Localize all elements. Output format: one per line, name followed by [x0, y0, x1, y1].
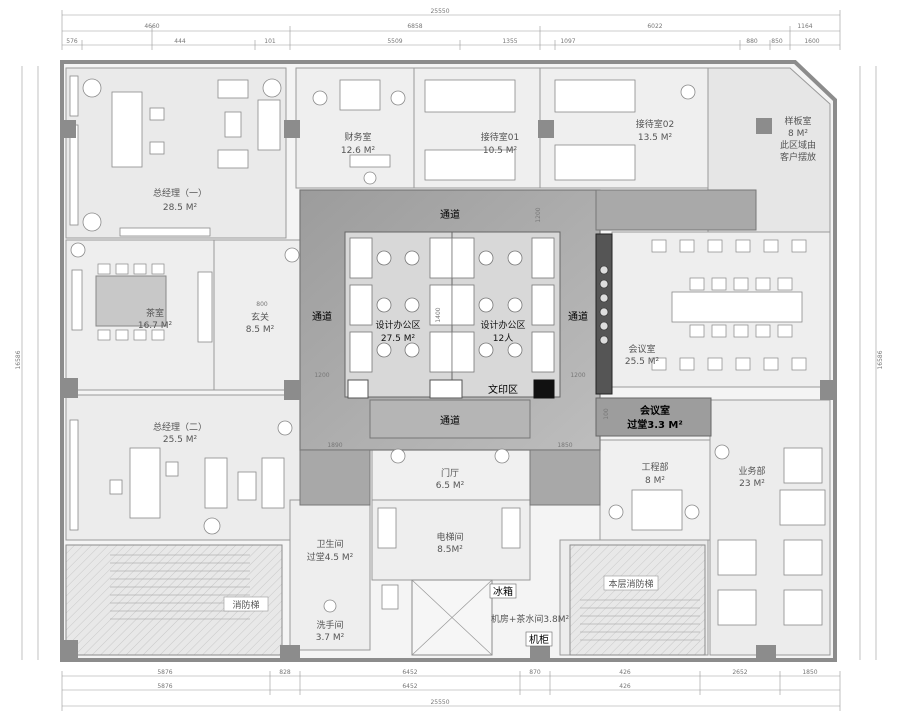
- label-reception1: 接待室01: [481, 131, 519, 143]
- dim-bottom2-1: 5876: [157, 683, 172, 690]
- dim-top2-5: 1355: [502, 38, 517, 45]
- dim-top2-2: 444: [174, 38, 186, 45]
- label-corridor-right: 通道: [568, 310, 588, 323]
- label-sample-note1: 此区域由: [780, 139, 816, 151]
- dim-top-3: 6022: [647, 23, 662, 30]
- room-gm1: [65, 67, 287, 239]
- label-fire-stair-right: 本层消防梯: [608, 578, 653, 590]
- label-machine-tea: 机房+茶水间3.8M²: [491, 613, 570, 625]
- label-elevator: 电梯间: [436, 531, 463, 543]
- dim-bottom-3: 6452: [402, 669, 417, 676]
- label-design-right: 设计办公区: [480, 319, 525, 331]
- label-entrance-area: 8.5 M²: [246, 325, 275, 335]
- dim-bottom2-2: 6452: [402, 683, 417, 690]
- room-entrance: [213, 239, 301, 391]
- dim-bottom-1: 5876: [157, 669, 172, 676]
- label-meeting-area: 25.5 M²: [625, 357, 660, 367]
- workstations: [347, 233, 613, 399]
- dim-bottom-2: 828: [279, 669, 291, 676]
- dim-bottom-5: 426: [619, 669, 631, 676]
- label-meeting: 会议室: [628, 343, 655, 355]
- dim-top-4: 1164: [797, 23, 812, 30]
- label-reception2: 接待室02: [636, 118, 674, 130]
- dim-top2-9: 1600: [804, 38, 819, 45]
- label-corridor-bottom: 通道: [440, 414, 460, 427]
- dim-inner-1: 1200: [535, 207, 542, 222]
- label-fridge: 冰箱: [493, 585, 513, 598]
- dim-right-overall: 16586: [877, 350, 884, 369]
- fire-stairs: [65, 544, 706, 656]
- dim-top2-3: 101: [264, 38, 276, 45]
- label-foyer-area: 6.5 M²: [436, 481, 465, 491]
- columns: [62, 120, 835, 660]
- label-business-area: 23 M²: [739, 479, 765, 489]
- label-wc: 卫生间: [316, 538, 343, 550]
- dim-top-overall: 25550: [430, 8, 449, 15]
- dim-inner-8: 100: [603, 408, 610, 420]
- dim-inner-7: 1400: [435, 307, 442, 322]
- label-print: 文印区: [488, 383, 518, 396]
- label-finance-area: 12.6 M²: [341, 146, 376, 156]
- label-washroom-area: 3.7 M²: [316, 633, 345, 643]
- dim-top2-8: 850: [771, 38, 783, 45]
- dim-inner-10: 800: [256, 301, 268, 308]
- label-business: 业务部: [738, 465, 765, 477]
- room-gm2: [65, 394, 301, 541]
- label-finance: 财务室: [344, 131, 371, 143]
- label-tea: 茶室: [146, 307, 164, 319]
- dimension-lines: 25550 4660 6858 6022 1164 576 444 101 55…: [15, 8, 884, 711]
- label-entrance: 玄关: [251, 311, 269, 323]
- label-reception1-area: 10.5 M²: [483, 146, 518, 156]
- dim-bottom-4: 870: [529, 669, 541, 676]
- room-labels: 总经理（一） 28.5 M² 财务室 12.6 M² 接待室01 10.5 M²…: [138, 115, 816, 647]
- label-sample-area: 8 M²: [788, 129, 808, 139]
- label-design-left: 设计办公区: [375, 319, 420, 331]
- label-gm1: 总经理（一）: [153, 187, 207, 199]
- dim-inner-6: 1850: [557, 442, 572, 449]
- label-reception2-area: 13.5 M²: [638, 133, 673, 143]
- dim-top2-1: 576: [66, 38, 78, 45]
- label-gm2: 总经理（二）: [153, 421, 207, 433]
- dim-inner-5: 1890: [327, 442, 342, 449]
- dim-top2-4: 5509: [387, 38, 402, 45]
- label-sample-note2: 客户摆放: [780, 151, 816, 163]
- dim-top-2: 6858: [407, 23, 422, 30]
- label-wc-area: 过堂4.5 M²: [307, 551, 354, 563]
- inner-dims: 1200 1200 1200 1890 1850 1400 100 800: [256, 207, 610, 449]
- label-design-left-area: 27.5 M²: [381, 334, 416, 344]
- label-fire-stair-left: 消防梯: [232, 599, 259, 611]
- label-gm1-area: 28.5 M²: [163, 203, 198, 213]
- dim-bottom-7: 1850: [802, 669, 817, 676]
- label-engineering: 工程部: [641, 461, 668, 473]
- label-corridor-top: 通道: [440, 208, 460, 221]
- label-design-right-area: 12人: [493, 333, 513, 344]
- dim-top2-7: 880: [746, 38, 758, 45]
- label-meeting-hall-area: 过堂3.3 M²: [627, 418, 683, 431]
- label-sample: 样板室: [784, 115, 811, 127]
- dim-bottom-6: 2652: [732, 669, 747, 676]
- dim-bottom-overall: 25550: [430, 699, 449, 706]
- label-foyer: 门厅: [441, 467, 459, 479]
- label-gm2-area: 25.5 M²: [163, 435, 198, 445]
- label-corridor-left: 通道: [312, 310, 332, 323]
- dim-bottom2-3: 426: [619, 683, 631, 690]
- label-machine: 机柜: [529, 633, 549, 646]
- dim-inner-3: 1200: [570, 372, 585, 379]
- label-washroom: 洗手间: [316, 619, 343, 631]
- dim-top-1: 4660: [144, 23, 159, 30]
- room-wc: [289, 499, 371, 651]
- label-engineering-area: 8 M²: [645, 476, 665, 486]
- label-tea-area: 16.7 M²: [138, 321, 173, 331]
- label-meeting-hall: 会议室: [640, 404, 670, 417]
- dim-left-overall: 16586: [15, 350, 22, 369]
- dim-top2-6: 1097: [560, 38, 575, 45]
- label-elevator-area: 8.5M²: [437, 545, 463, 555]
- furniture: [69, 75, 826, 626]
- dim-inner-2: 1200: [314, 372, 329, 379]
